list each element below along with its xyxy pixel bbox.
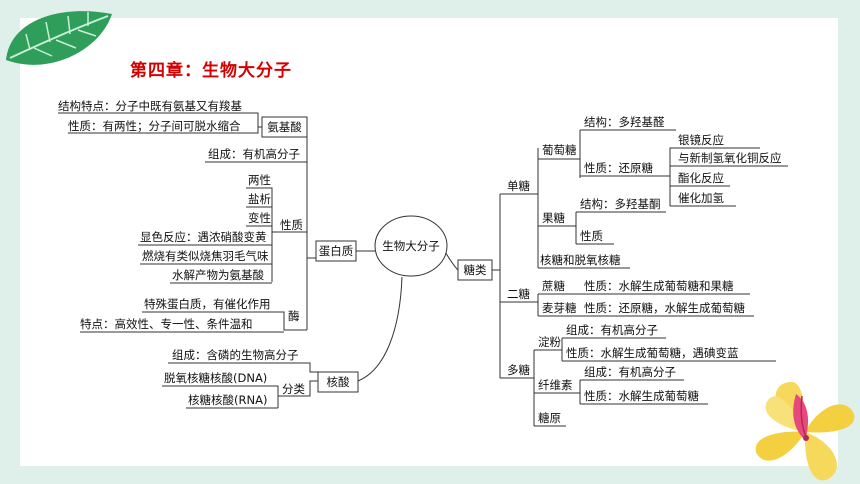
glucose-reaction-2: 与新制氢氧化铜反应 — [678, 151, 782, 165]
ribose-label: 核糖和脱氧核糖 — [540, 253, 621, 267]
maltose-property: 性质：还原糖，水解生成葡萄糖 — [584, 301, 745, 315]
sucrose-label: 蔗糖 — [542, 279, 565, 293]
protein-branch: 蛋白质 组成：有机高分子 性质 两性 盐析 变性 显色反应：遇浓硝酸变黄 燃烧有… — [80, 137, 378, 333]
nucleic-class-dna: 脱氧核糖核酸(DNA) — [164, 371, 267, 385]
protein-property-1: 两性 — [248, 173, 271, 187]
sugar-label: 糖类 — [464, 263, 487, 277]
glucose-property: 性质：还原糖 — [584, 161, 653, 175]
fructose-property: 性质 — [580, 229, 603, 243]
cellulose-property: 性质：水解生成葡萄糖 — [584, 389, 699, 403]
fructose-label: 果糖 — [542, 211, 565, 225]
page-title: 第四章：生物大分子 — [130, 61, 292, 81]
starch-property: 性质：水解生成葡萄糖，遇碘变蓝 — [566, 346, 739, 360]
fructose-structure: 结构：多羟基酮 — [580, 197, 661, 211]
nucleic-acid-composition: 组成：含磷的生物高分子 — [172, 348, 299, 362]
poly-label: 多糖 — [507, 363, 530, 377]
protein-property-6: 水解产物为氨基酸 — [172, 268, 264, 282]
nucleic-acid-branch: 核酸 组成：含磷的生物高分子 分类 脱氧核糖核酸(DNA) 核糖核酸(RNA) — [162, 348, 359, 409]
center-label: 生物大分子 — [382, 239, 440, 253]
starch-composition: 组成：有机高分子 — [566, 323, 658, 337]
mono-label: 单糖 — [507, 179, 530, 193]
amino-acid-structure: 结构特点：分子中既有氨基又有羧基 — [58, 99, 242, 113]
glucose-structure: 结构：多羟基醛 — [584, 115, 665, 129]
starch-label: 淀粉 — [538, 335, 561, 349]
glucose-reaction-1: 银镜反应 — [678, 133, 724, 147]
enzyme-item-1: 特殊蛋白质，有催化作用 — [144, 297, 271, 311]
protein-property-3: 变性 — [248, 211, 271, 225]
leaf-decoration-icon — [6, 11, 112, 65]
glycogen-label: 糖原 — [538, 411, 561, 425]
protein-property-4: 显色反应：遇浓硝酸变黄 — [140, 230, 267, 244]
nucleic-class-rna: 核糖核酸(RNA) — [188, 393, 267, 407]
maltose-label: 麦芽糖 — [542, 301, 577, 315]
cellulose-composition: 组成：有机高分子 — [584, 365, 676, 379]
di-label: 二糖 — [507, 287, 530, 301]
enzyme-item-2: 特点：高效性、专一性、条件温和 — [80, 317, 253, 331]
glucose-label: 葡萄糖 — [542, 143, 577, 157]
sucrose-property: 性质：水解生成葡萄糖和果糖 — [584, 279, 734, 293]
protein-property-2: 盐析 — [248, 192, 271, 206]
amino-acid-label: 氨基酸 — [267, 120, 302, 134]
protein-composition: 组成：有机高分子 — [208, 147, 300, 161]
enzyme-label: 酶 — [288, 309, 300, 323]
protein-label: 蛋白质 — [319, 244, 354, 258]
amino-acid-branch: 氨基酸 结构特点：分子中既有氨基又有羧基 性质：有两性；分子间可脱水缩合 — [58, 99, 308, 138]
nucleic-acid-label: 核酸 — [327, 375, 350, 389]
flower-decoration-icon — [755, 381, 855, 481]
protein-property-label: 性质 — [280, 218, 303, 232]
center-node: 生物大分子 — [357, 215, 459, 382]
cellulose-label: 纤维素 — [538, 378, 573, 392]
nucleic-class-label: 分类 — [282, 382, 305, 396]
glucose-reaction-3: 酯化反应 — [678, 171, 724, 185]
amino-acid-property: 性质：有两性；分子间可脱水缩合 — [68, 119, 241, 133]
sugar-branch: 糖类 单糖 葡萄糖 结构：多羟基醛 性质：还原糖 银镜反应 与新制氢氧化铜反应 … — [457, 115, 788, 427]
protein-property-5: 燃烧有类似烧焦羽毛气味 — [142, 249, 269, 263]
glucose-reaction-4: 催化加氢 — [678, 191, 724, 205]
